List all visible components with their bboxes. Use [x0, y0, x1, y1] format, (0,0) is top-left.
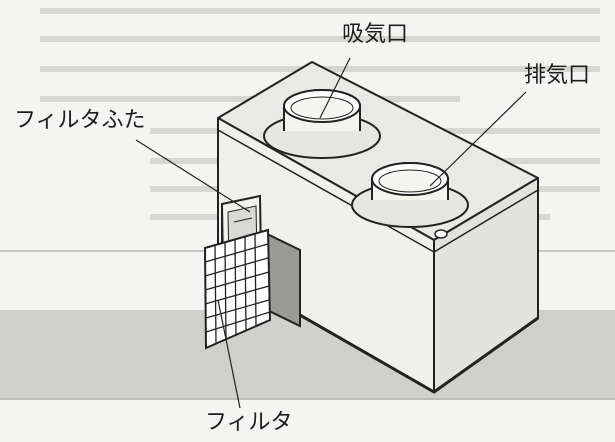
filter-label: フィルタ	[205, 410, 293, 435]
indicator-dot	[434, 229, 448, 239]
filter-leader	[217, 299, 241, 409]
exhaust-port	[351, 162, 469, 228]
filter-cover-leader	[135, 139, 251, 213]
intake-leader	[319, 57, 351, 119]
leader-lines	[135, 57, 527, 409]
intake-label: 吸気口	[342, 22, 409, 47]
exhaust-label: 排気口	[524, 63, 591, 88]
intake-port	[263, 89, 381, 159]
exhaust-leader	[429, 91, 527, 187]
filter-cover-label: フィルタふた	[14, 108, 146, 133]
